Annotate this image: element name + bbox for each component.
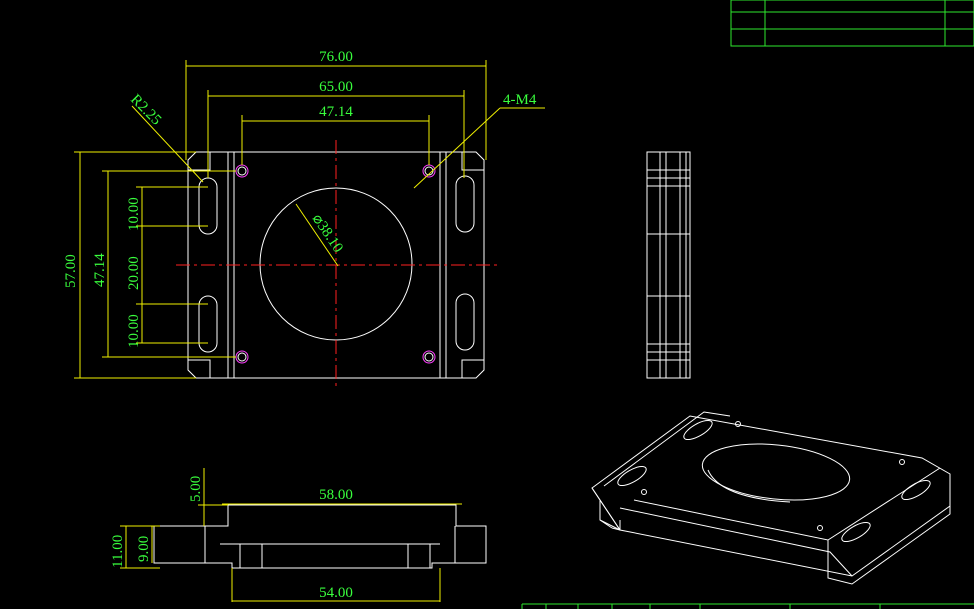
dimension-76: 76.00 xyxy=(185,49,487,160)
m4-hole-1 xyxy=(235,164,249,178)
plate-outline xyxy=(187,151,485,379)
m4-hole-2 xyxy=(422,164,436,178)
slot-bottom-right xyxy=(455,293,475,351)
slot-bottom-left xyxy=(198,295,218,353)
dim-text-slot-upper: 10.00 xyxy=(126,197,142,231)
m4-hole-4 xyxy=(422,350,436,364)
dim-text-47-14-h: 47.14 xyxy=(319,104,353,120)
dimension-47-14-v: 47.14 xyxy=(92,170,236,358)
dim-text-57: 57.00 xyxy=(63,254,79,288)
dimension-58: 58.00 xyxy=(222,487,462,505)
front-view: 58.00 54.00 5.00 11.00 9.00 xyxy=(110,468,487,602)
dim-text-5: 5.00 xyxy=(188,476,204,502)
title-block-top xyxy=(730,0,974,47)
leader-bore-diameter: ⌀38.10 xyxy=(295,203,346,267)
dimension-slots: 10.00 20.00 10.00 xyxy=(126,186,208,348)
dim-text-47-14-v: 47.14 xyxy=(92,253,108,287)
title-block-bottom xyxy=(521,603,974,609)
dim-text-76: 76.00 xyxy=(319,49,353,65)
dim-text-bore: ⌀38.10 xyxy=(309,211,346,255)
dim-text-r2-25: R2.25 xyxy=(127,92,164,129)
isometric-view xyxy=(591,411,951,585)
leader-r2-25: R2.25 xyxy=(127,92,204,183)
top-view: 76.00 65.00 47.14 R2.25 4-M4 ⌀38.10 xyxy=(63,49,545,388)
iso-bore xyxy=(701,443,851,501)
dim-text-58: 58.00 xyxy=(319,487,353,503)
dim-text-9: 9.00 xyxy=(136,536,152,562)
slot-top-right xyxy=(455,175,475,233)
dim-text-4-m4: 4-M4 xyxy=(503,92,537,108)
dim-text-11: 11.00 xyxy=(110,535,126,568)
dim-text-slot-gap: 20.00 xyxy=(126,256,142,290)
dimension-57: 57.00 xyxy=(63,151,196,379)
side-view xyxy=(646,151,691,379)
dimension-65: 65.00 xyxy=(207,79,465,178)
dimension-5: 5.00 xyxy=(188,468,228,526)
dimension-54: 54.00 xyxy=(231,568,441,602)
dim-text-slot-lower: 10.00 xyxy=(126,314,142,348)
dim-text-65: 65.00 xyxy=(319,79,353,95)
m4-hole-3 xyxy=(235,350,249,364)
leader-4-m4: 4-M4 xyxy=(413,92,545,189)
dimension-11-9: 11.00 9.00 xyxy=(110,525,160,569)
dim-text-54: 54.00 xyxy=(319,585,353,601)
dimension-47-14-h: 47.14 xyxy=(241,104,430,165)
